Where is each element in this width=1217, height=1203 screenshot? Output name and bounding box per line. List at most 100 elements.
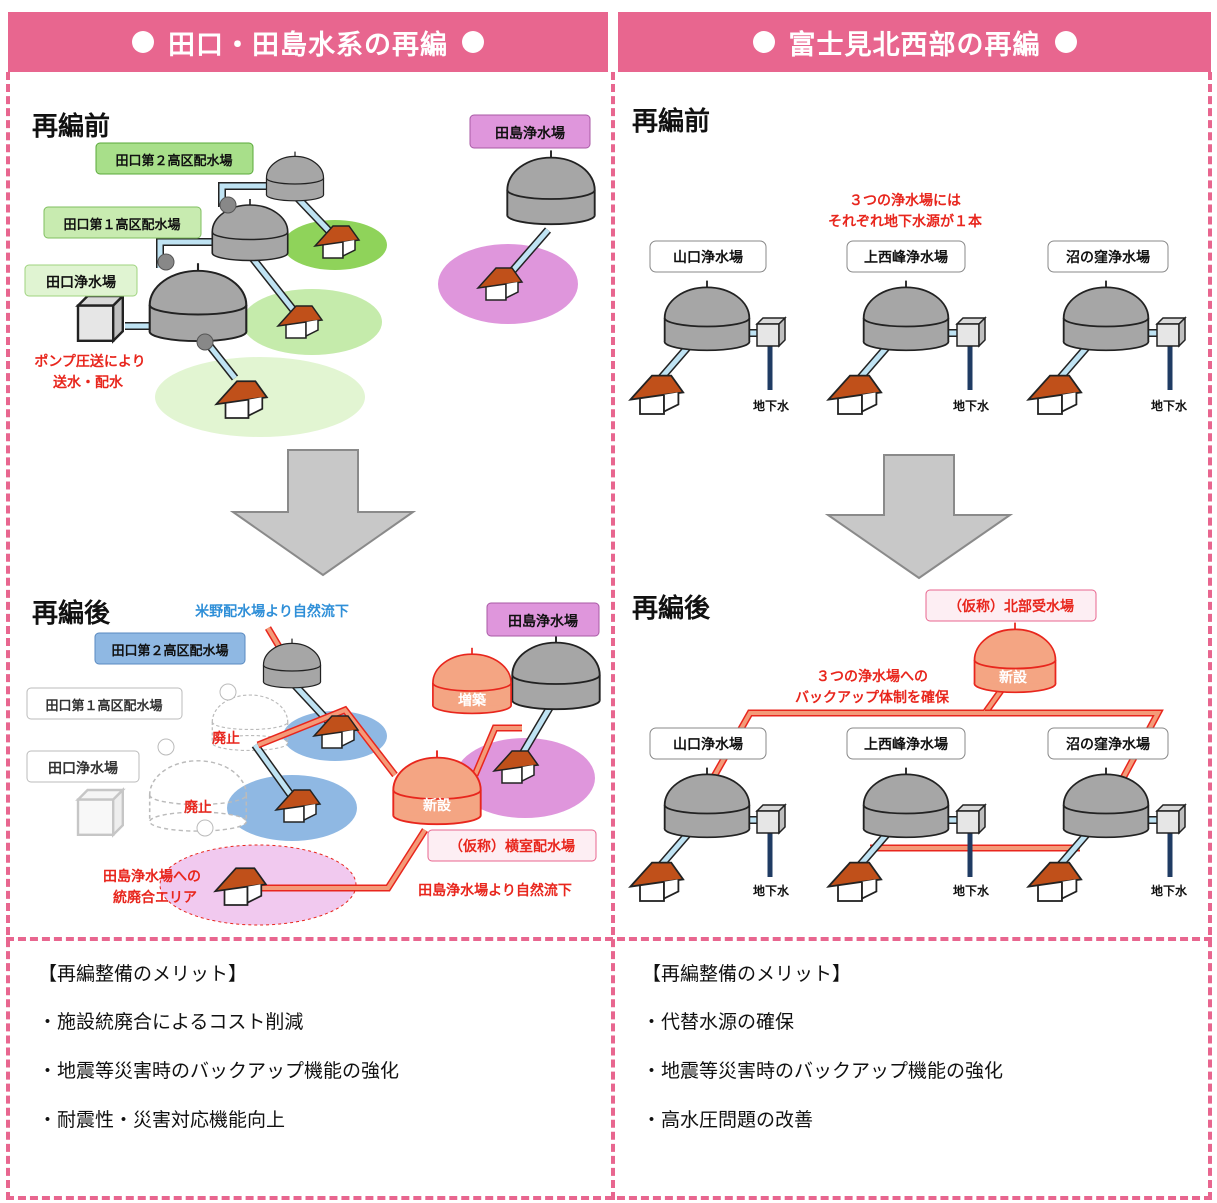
tank-tajima	[506, 149, 596, 226]
bullet-icon	[752, 31, 775, 53]
right-before-title: 再編前	[632, 106, 710, 137]
house-icon	[827, 861, 883, 902]
right-header: 富士見北西部の再編	[618, 12, 1211, 72]
groundwater-label: 地下水	[753, 883, 790, 898]
label-box	[1047, 727, 1169, 760]
label-dai2: 田口第２高区配水場	[111, 643, 228, 659]
tank	[663, 766, 751, 839]
pump-icon	[219, 196, 237, 214]
plant-name: 沼の窪浄水場	[1066, 736, 1150, 753]
label-box	[43, 206, 202, 239]
plant-unit: 上西峰浄水場 地下水	[827, 240, 990, 415]
label-box	[846, 240, 966, 273]
right-after-title: 再編後	[632, 593, 711, 624]
house-icon	[629, 374, 685, 415]
plant-unit: 沼の窪浄水場 地下水	[1027, 727, 1188, 902]
left-merits: 【再編整備のメリット】 ・施設統廃合によるコスト削減 ・地震等災害時のバックアッ…	[38, 955, 598, 1185]
tank	[663, 279, 751, 352]
house-icon	[1027, 861, 1083, 902]
house-icon	[629, 861, 685, 902]
tank-taguchi	[148, 262, 248, 343]
box-icon	[76, 294, 125, 342]
pipe-new	[258, 828, 427, 890]
frame-right-border	[1208, 72, 1212, 1200]
label-yokomuro: （仮称）横室配水場	[449, 838, 575, 855]
box-icon	[956, 804, 986, 834]
box-ghost	[76, 788, 125, 836]
box-icon	[1156, 804, 1186, 834]
tank	[862, 766, 950, 839]
down-arrow-icon	[229, 449, 417, 577]
tank	[1062, 766, 1150, 839]
groundwater-label: 地下水	[753, 398, 790, 413]
box-icon	[756, 804, 786, 834]
label-box	[94, 632, 246, 665]
label-box	[846, 727, 966, 760]
merit-item: ・施設統廃合によるコスト削減	[38, 1011, 304, 1033]
backup-note: バックアップ体制を確保	[795, 689, 950, 706]
right-before-note: それぞれ地下水源が１本	[828, 213, 983, 230]
label-taguchi: 田口浄水場	[48, 760, 118, 777]
label-box	[486, 602, 600, 637]
frame-left-border	[6, 72, 10, 1200]
tank-dai2	[262, 637, 322, 689]
plant-name: 上西峰浄水場	[864, 249, 948, 266]
label-box	[925, 589, 1097, 622]
frame-center-border	[611, 72, 615, 1200]
label-box	[26, 687, 183, 720]
right-header-title: 富士見北西部の再編	[788, 29, 1041, 61]
diagram-canvas: 再編前 田口第２高区配水場 田口第１高区配水場 田口浄水場 田島浄水場 ポンプ圧…	[24, 106, 1188, 926]
pipe	[248, 253, 297, 314]
bullet-icon	[1054, 31, 1077, 53]
pipe	[506, 228, 550, 278]
pump-icon	[196, 333, 214, 351]
plant-unit: 沼の窪浄水場 地下水	[1027, 240, 1188, 415]
left-header-title: 田口・田島水系の再編	[168, 29, 448, 61]
box-icon	[956, 317, 986, 347]
down-arrow-icon	[824, 454, 1014, 580]
bullet-icon	[132, 31, 154, 53]
label-box	[95, 142, 254, 175]
frame-mid-border	[6, 937, 1212, 941]
shinsetsu-label: 新設	[999, 669, 1028, 686]
house-icon	[827, 374, 883, 415]
label-box	[649, 240, 767, 273]
label-haishi: 廃止	[212, 730, 240, 747]
right-before-note: ３つの浄水場には	[849, 192, 961, 209]
plant-name: 沼の窪浄水場	[1066, 249, 1150, 266]
tank-dai2	[265, 150, 325, 202]
plant-name: 上西峰浄水場	[864, 736, 948, 753]
merit-item: ・地震等災害時のバックアップ機能の強化	[642, 1060, 1004, 1082]
plant-name: 山口浄水場	[673, 736, 743, 753]
left-before-title: 再編前	[32, 111, 110, 142]
bullet-icon	[462, 31, 484, 53]
pipe-new	[473, 726, 522, 776]
label-zouchiku: 増築	[458, 692, 487, 709]
right-merits: 【再編整備のメリット】 ・代替水源の確保 ・地震等災害時のバックアップ機能の強化…	[642, 955, 1202, 1185]
pump-note: 送水・配水	[52, 374, 124, 391]
pump-icon	[157, 738, 175, 756]
hokubu-label: （仮称）北部受水場	[948, 598, 1074, 615]
groundwater-label: 地下水	[1151, 883, 1188, 898]
label-dai1: 田口第１高区配水場	[63, 217, 180, 233]
groundwater-label: 地下水	[953, 883, 990, 898]
label-haishi: 廃止	[184, 799, 212, 816]
label-box	[1047, 240, 1169, 273]
box-icon	[756, 317, 786, 347]
merit-item: ・代替水源の確保	[642, 1011, 795, 1033]
merits-title: 【再編整備のメリット】	[642, 963, 852, 985]
komeno-note: 米野配水場より自然流下	[195, 603, 349, 620]
pump-icon	[196, 819, 214, 837]
house-icon	[1027, 374, 1083, 415]
groundwater-label: 地下水	[1151, 398, 1188, 413]
pump-note: ポンプ圧送により	[34, 353, 145, 370]
plant-unit: 山口浄水場 地下水	[629, 240, 790, 415]
label-taguchi: 田口浄水場	[46, 274, 116, 291]
pump-icon	[157, 253, 175, 271]
left-after-title: 再編後	[32, 598, 111, 629]
label-tajima: 田島浄水場	[495, 125, 565, 142]
left-header: 田口・田島水系の再編	[8, 12, 608, 72]
merit-item: ・耐震性・災害対応機能向上	[38, 1109, 286, 1131]
merit-item: ・地震等災害時のバックアップ機能の強化	[38, 1060, 400, 1082]
label-box	[649, 727, 767, 760]
